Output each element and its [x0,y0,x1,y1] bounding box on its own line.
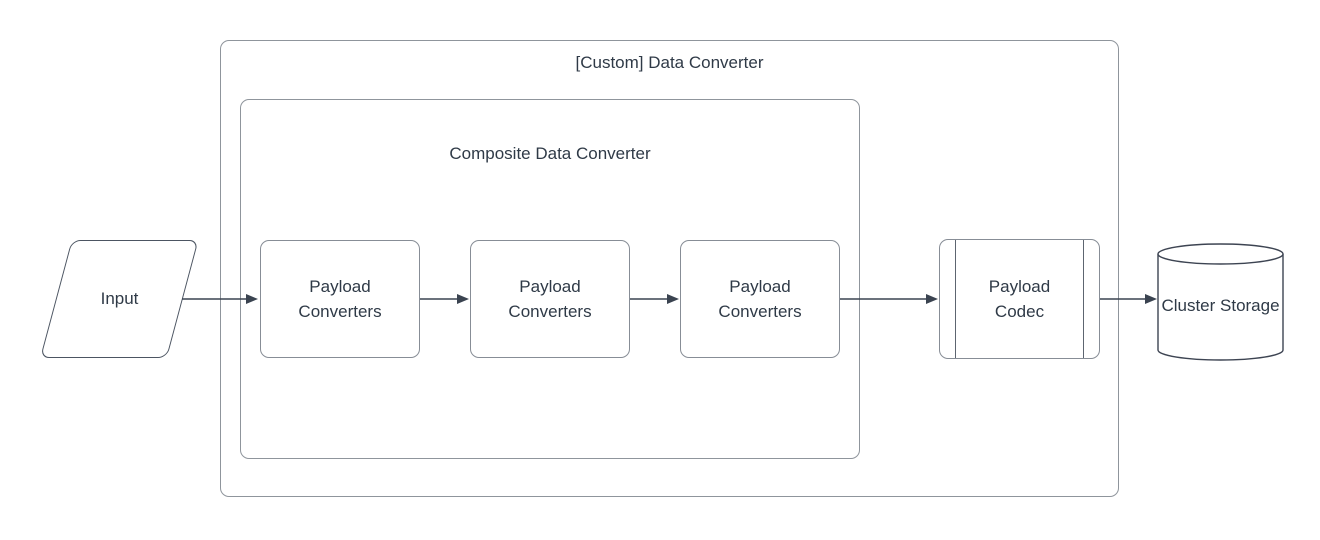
composite-data-converter-container: Composite Data Converter [240,99,860,459]
payload-converters-label-3: Payload Converters [718,276,802,322]
payload-converters-label-2: Payload Converters [508,276,592,322]
custom-data-converter-container: [Custom] Data Converter [220,40,1119,497]
input-node: Input [56,240,183,358]
cluster-storage-label: Cluster Storage [1161,296,1280,316]
codec-right-divider [1083,240,1084,358]
payload-converters-label-1: Payload Converters [298,276,382,322]
payload-codec-box: Payload Codec [939,239,1100,359]
custom-data-converter-title: [Custom] Data Converter [575,53,764,72]
payload-converters-box-1: Payload Converters [260,240,420,358]
payload-codec-label: Payload Codec [988,276,1051,322]
composite-data-converter-title: Composite Data Converter [449,144,651,163]
payload-converters-box-3: Payload Converters [680,240,840,358]
input-label: Input [100,289,139,309]
codec-left-divider [955,240,956,358]
cluster-storage-node: Cluster Storage [1158,252,1283,360]
payload-converters-box-2: Payload Converters [470,240,630,358]
